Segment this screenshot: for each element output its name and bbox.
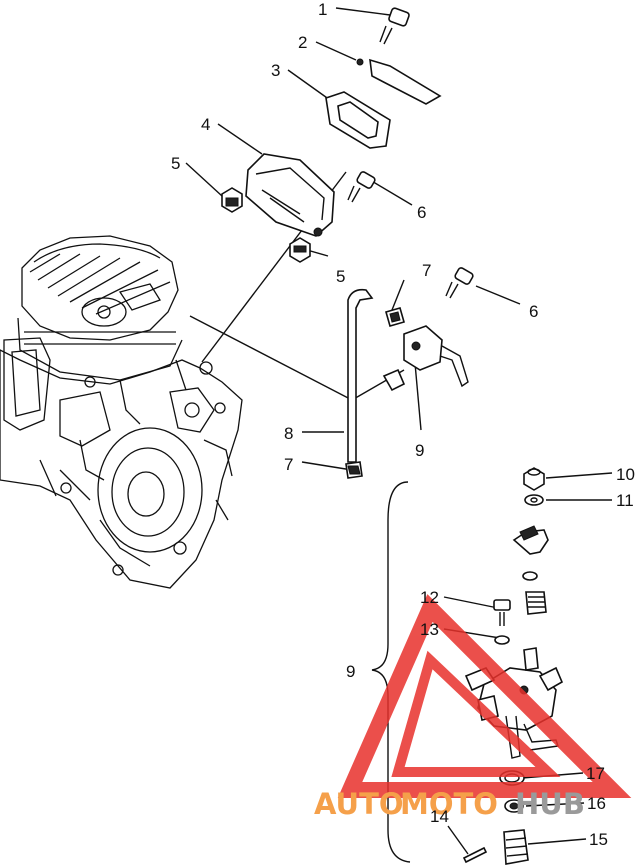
callout-5-lower: 5 xyxy=(336,267,345,286)
part-1-screw xyxy=(379,7,410,45)
callout-3: 3 xyxy=(271,61,280,80)
callout-4: 4 xyxy=(201,115,210,134)
part-12-bleed-screw xyxy=(493,599,511,626)
callout-6-right: 6 xyxy=(529,302,538,321)
watermark-text-hub: HUB xyxy=(515,787,585,821)
part-8-hose xyxy=(347,288,374,463)
callout-12: 12 xyxy=(420,588,439,607)
part-14-pin xyxy=(462,846,488,864)
callout-7-lower: 7 xyxy=(284,455,293,474)
leader-lines xyxy=(185,7,613,863)
callout-13: 13 xyxy=(420,620,439,639)
callout-17: 17 xyxy=(586,764,605,783)
part-3-gasket xyxy=(325,91,391,149)
part-13-washer xyxy=(494,635,510,645)
part-10-nut xyxy=(523,467,545,491)
callout-2: 2 xyxy=(298,33,307,52)
part-7-clamp-lower xyxy=(345,461,363,479)
engine-block-drawing xyxy=(0,235,243,589)
callout-8: 8 xyxy=(284,424,293,443)
callout-labels: 1 2 3 4 5 6 5 7 6 8 9 7 10 11 12 13 9 17… xyxy=(171,0,635,849)
callout-1: 1 xyxy=(318,0,327,19)
callout-10: 10 xyxy=(616,465,635,484)
part-2-plate xyxy=(356,58,442,105)
callout-9-bracket: 9 xyxy=(346,662,355,681)
part-7-clamp-upper xyxy=(385,307,405,327)
pump-lever xyxy=(512,525,549,581)
callout-16: 16 xyxy=(587,794,606,813)
callout-14: 14 xyxy=(430,807,449,826)
callout-5-upper: 5 xyxy=(171,154,180,173)
callout-9-upper: 9 xyxy=(415,441,424,460)
callout-11: 11 xyxy=(616,491,634,510)
callout-6-upper: 6 xyxy=(417,203,426,222)
part-4-cover xyxy=(245,153,335,237)
part-6-screw-right xyxy=(445,267,474,299)
watermark-text-moto: MOTO xyxy=(400,787,498,821)
part-15-drive-gear xyxy=(503,829,529,865)
callout-7-upper: 7 xyxy=(422,261,431,280)
callout-15: 15 xyxy=(589,830,608,849)
part-16-washer xyxy=(504,799,524,813)
part-5-nut-lower xyxy=(289,237,311,263)
pump-gear xyxy=(525,591,547,615)
automotohub-watermark-logo xyxy=(337,594,632,798)
part-9-oil-pump-upper xyxy=(382,325,469,392)
part-5-nut-upper xyxy=(221,187,243,213)
part-6-screw-upper xyxy=(347,171,376,203)
watermark-text-auto: AUTO xyxy=(314,787,404,821)
part-11-washer xyxy=(524,494,544,506)
